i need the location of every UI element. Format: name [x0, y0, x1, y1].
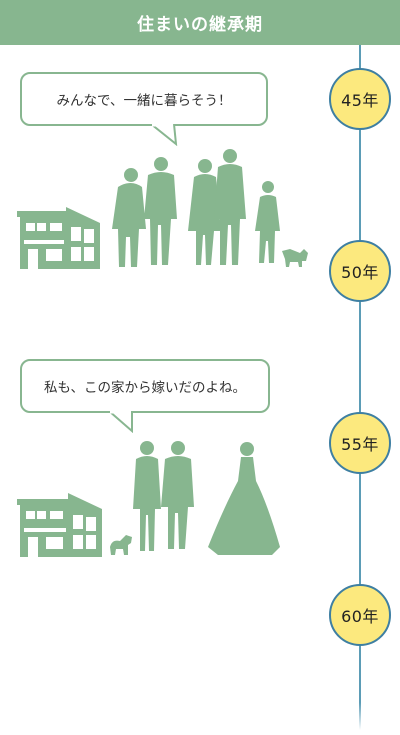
year-badge-60: 60年 — [329, 584, 391, 646]
dog-silhouette — [110, 535, 132, 555]
family-scene-1 — [17, 149, 308, 269]
year-badge-50: 50年 — [329, 240, 391, 302]
father-silhouette — [214, 149, 246, 265]
section-header: 住まいの継承期 — [0, 0, 400, 45]
dog-silhouette — [282, 249, 308, 267]
family-scene-2 — [17, 441, 280, 557]
speech-text-2: 私も、この家から嫁いだのよね。 — [43, 380, 247, 396]
timeline-line — [359, 45, 361, 730]
house-illustration — [17, 207, 100, 269]
speech-bubble-2: 私も、この家から嫁いだのよね。 — [20, 359, 270, 413]
year-badge-55: 55年 — [329, 412, 391, 474]
year-label: 55年 — [341, 435, 379, 454]
speech-bubble-tail-2 — [108, 411, 133, 433]
year-label: 60年 — [341, 607, 379, 626]
father-silhouette — [161, 441, 194, 549]
child-silhouette — [255, 181, 280, 263]
year-badge-45: 45年 — [329, 68, 391, 130]
mother-silhouette — [188, 159, 221, 265]
year-label: 50年 — [341, 263, 379, 282]
speech-bubble-tail-1 — [150, 124, 178, 146]
grandfather-silhouette — [144, 157, 177, 265]
grandmother-silhouette — [112, 168, 146, 267]
speech-bubble-1: みんなで、一緒に暮らそう！ — [20, 72, 268, 126]
section-title: 住まいの継承期 — [137, 15, 263, 35]
house-illustration — [17, 493, 102, 557]
mother-silhouette — [133, 441, 161, 551]
speech-text-1: みんなで、一緒に暮らそう！ — [56, 93, 232, 109]
bride-silhouette — [208, 442, 280, 555]
year-label: 45年 — [341, 91, 379, 110]
